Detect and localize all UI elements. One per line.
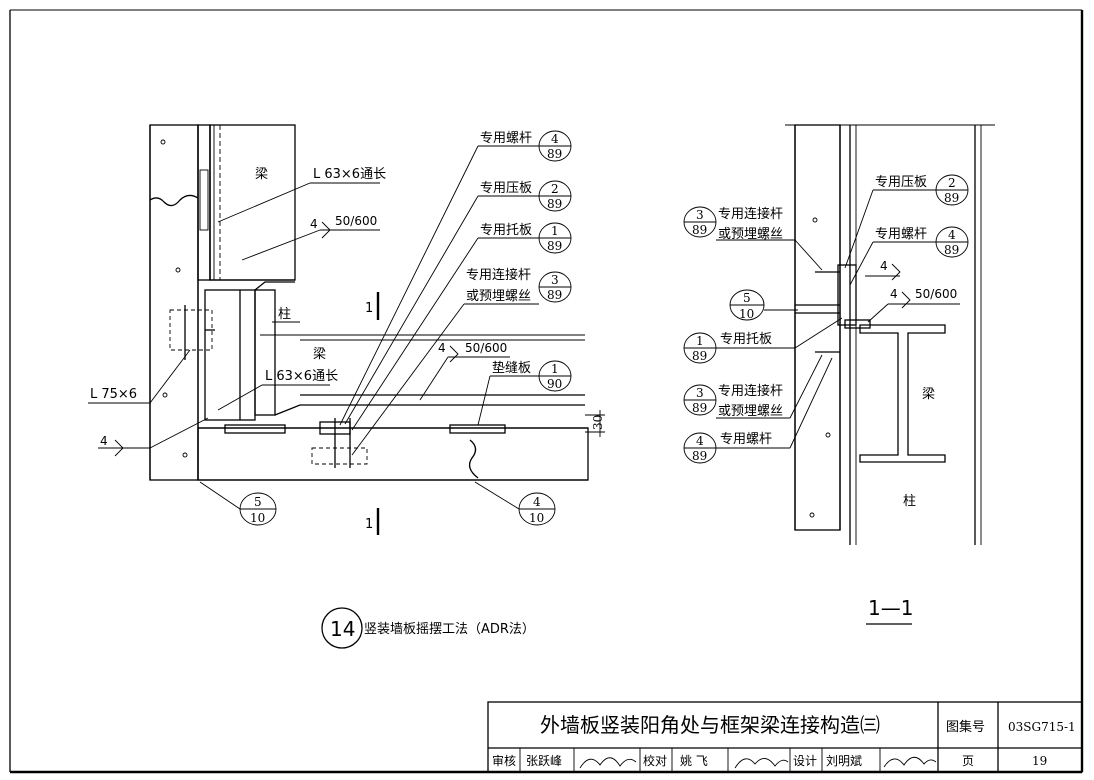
beam-label-mid: 梁 bbox=[313, 347, 326, 362]
svg-text:10: 10 bbox=[739, 307, 754, 321]
svg-text:垫缝板: 垫缝板 bbox=[492, 360, 531, 376]
svg-text:1: 1 bbox=[551, 224, 559, 238]
right-section-view: 专用压板 2 89 3 89 专用连接杆 或预埋螺丝 专用螺杆 4 89 4 4… bbox=[683, 124, 995, 625]
right-weld-size: 4 bbox=[880, 259, 888, 273]
svg-text:4: 4 bbox=[696, 434, 704, 448]
svg-text:设计: 设计 bbox=[793, 754, 817, 768]
column-label: 柱 bbox=[278, 307, 291, 322]
weld-mid-spec: 50/600 bbox=[465, 341, 507, 355]
svg-text:89: 89 bbox=[944, 243, 959, 257]
svg-text:2: 2 bbox=[948, 176, 956, 190]
atlas-label: 图集号 bbox=[946, 719, 985, 735]
detail-mark-5-10: 5 10 bbox=[199, 481, 277, 526]
weld-mid-size: 4 bbox=[438, 341, 446, 355]
svg-text:审核: 审核 bbox=[492, 753, 516, 768]
angle-mid-label: L 63×6通长 bbox=[265, 369, 338, 384]
svg-text:专用连接杆: 专用连接杆 bbox=[466, 267, 531, 283]
callout-shim-plate: 垫缝板 1 90 bbox=[477, 360, 572, 426]
callout-bolt: 专用螺杆 4 89 bbox=[339, 130, 572, 426]
detail-mark-4-10: 4 10 bbox=[474, 481, 556, 526]
svg-text:89: 89 bbox=[692, 349, 707, 363]
svg-text:姚 飞: 姚 飞 bbox=[680, 754, 708, 768]
left-plan-view: 30 1 1 梁 L 63×6通长 4 50/600 柱 梁 L 63×6通长 … bbox=[88, 124, 605, 535]
svg-text:或预埋螺丝: 或预埋螺丝 bbox=[718, 404, 783, 419]
svg-text:89: 89 bbox=[692, 449, 707, 463]
right-press-plate-label: 专用压板 bbox=[875, 175, 927, 190]
svg-text:89: 89 bbox=[547, 288, 562, 302]
svg-text:19: 19 bbox=[1032, 754, 1047, 768]
svg-text:89: 89 bbox=[692, 401, 707, 415]
svg-text:或预埋螺丝: 或预埋螺丝 bbox=[466, 289, 531, 304]
svg-text:4: 4 bbox=[533, 495, 541, 509]
right-column-label: 柱 bbox=[903, 494, 916, 509]
right-bolt-top-label: 专用螺杆 bbox=[875, 227, 927, 242]
svg-text:专用连接杆: 专用连接杆 bbox=[718, 383, 783, 399]
section-mark-bottom: 1 bbox=[365, 517, 373, 532]
figure-caption: 14 竖装墙板摇摆工法（ADR法） bbox=[321, 607, 535, 649]
section-mark-top: 1 bbox=[365, 301, 373, 316]
svg-text:张跃峰: 张跃峰 bbox=[526, 754, 562, 768]
svg-text:10: 10 bbox=[529, 511, 544, 525]
weld-top-spec: 50/600 bbox=[335, 214, 377, 228]
right-weld2-spec: 50/600 bbox=[915, 287, 957, 301]
svg-text:专用托板: 专用托板 bbox=[480, 223, 532, 238]
svg-text:1: 1 bbox=[551, 362, 559, 376]
svg-text:竖装墙板摇摆工法（ADR法）: 竖装墙板摇摆工法（ADR法） bbox=[364, 622, 535, 637]
svg-text:专用螺杆: 专用螺杆 bbox=[720, 432, 772, 447]
right-beam-label: 梁 bbox=[922, 387, 935, 402]
svg-text:89: 89 bbox=[944, 191, 959, 205]
atlas-number: 03SG715-1 bbox=[1008, 720, 1076, 734]
svg-text:专用压板: 专用压板 bbox=[480, 181, 532, 196]
svg-text:3: 3 bbox=[696, 208, 704, 222]
callout-press-plate: 专用压板 2 89 bbox=[344, 180, 572, 425]
svg-text:5: 5 bbox=[254, 495, 262, 509]
right-weld2-size: 4 bbox=[890, 287, 898, 301]
svg-text:90: 90 bbox=[547, 377, 562, 391]
svg-text:14: 14 bbox=[330, 617, 355, 641]
svg-text:4: 4 bbox=[551, 132, 559, 146]
svg-text:页: 页 bbox=[962, 754, 974, 768]
svg-text:5: 5 bbox=[743, 291, 751, 305]
weld-top-size: 4 bbox=[310, 217, 318, 231]
section-title: 1—1 bbox=[868, 596, 913, 620]
callout-support-plate: 专用托板 1 89 bbox=[351, 222, 572, 431]
svg-text:3: 3 bbox=[551, 273, 559, 287]
svg-text:89: 89 bbox=[547, 197, 562, 211]
angle-left-label: L 75×6 bbox=[90, 387, 137, 402]
svg-text:89: 89 bbox=[692, 223, 707, 237]
svg-text:4: 4 bbox=[948, 228, 956, 242]
svg-text:专用螺杆: 专用螺杆 bbox=[480, 131, 532, 146]
svg-text:校对: 校对 bbox=[643, 753, 667, 768]
svg-text:专用连接杆: 专用连接杆 bbox=[718, 206, 783, 222]
beam-label-top: 梁 bbox=[255, 167, 268, 182]
svg-text:或预埋螺丝: 或预埋螺丝 bbox=[718, 227, 783, 242]
svg-text:1: 1 bbox=[696, 334, 704, 348]
svg-text:89: 89 bbox=[547, 147, 562, 161]
svg-text:89: 89 bbox=[547, 239, 562, 253]
drawing-title: 外墙板竖装阳角处与框架梁连接构造㈢ bbox=[540, 713, 880, 737]
svg-text:2: 2 bbox=[551, 182, 559, 196]
svg-text:刘明斌: 刘明斌 bbox=[826, 754, 862, 768]
svg-text:10: 10 bbox=[250, 511, 265, 525]
title-block: 外墙板竖装阳角处与框架梁连接构造㈢ 图集号 03SG715-1 审核 张跃峰 校… bbox=[487, 701, 1083, 773]
svg-text:3: 3 bbox=[696, 386, 704, 400]
svg-text:专用托板: 专用托板 bbox=[720, 332, 772, 347]
weld-left-size: 4 bbox=[100, 434, 108, 448]
angle-top-label: L 63×6通长 bbox=[313, 167, 386, 182]
callout-connecting-rod: 专用连接杆 或预埋螺丝 3 89 bbox=[351, 267, 572, 456]
dim-30: 30 bbox=[591, 415, 605, 430]
